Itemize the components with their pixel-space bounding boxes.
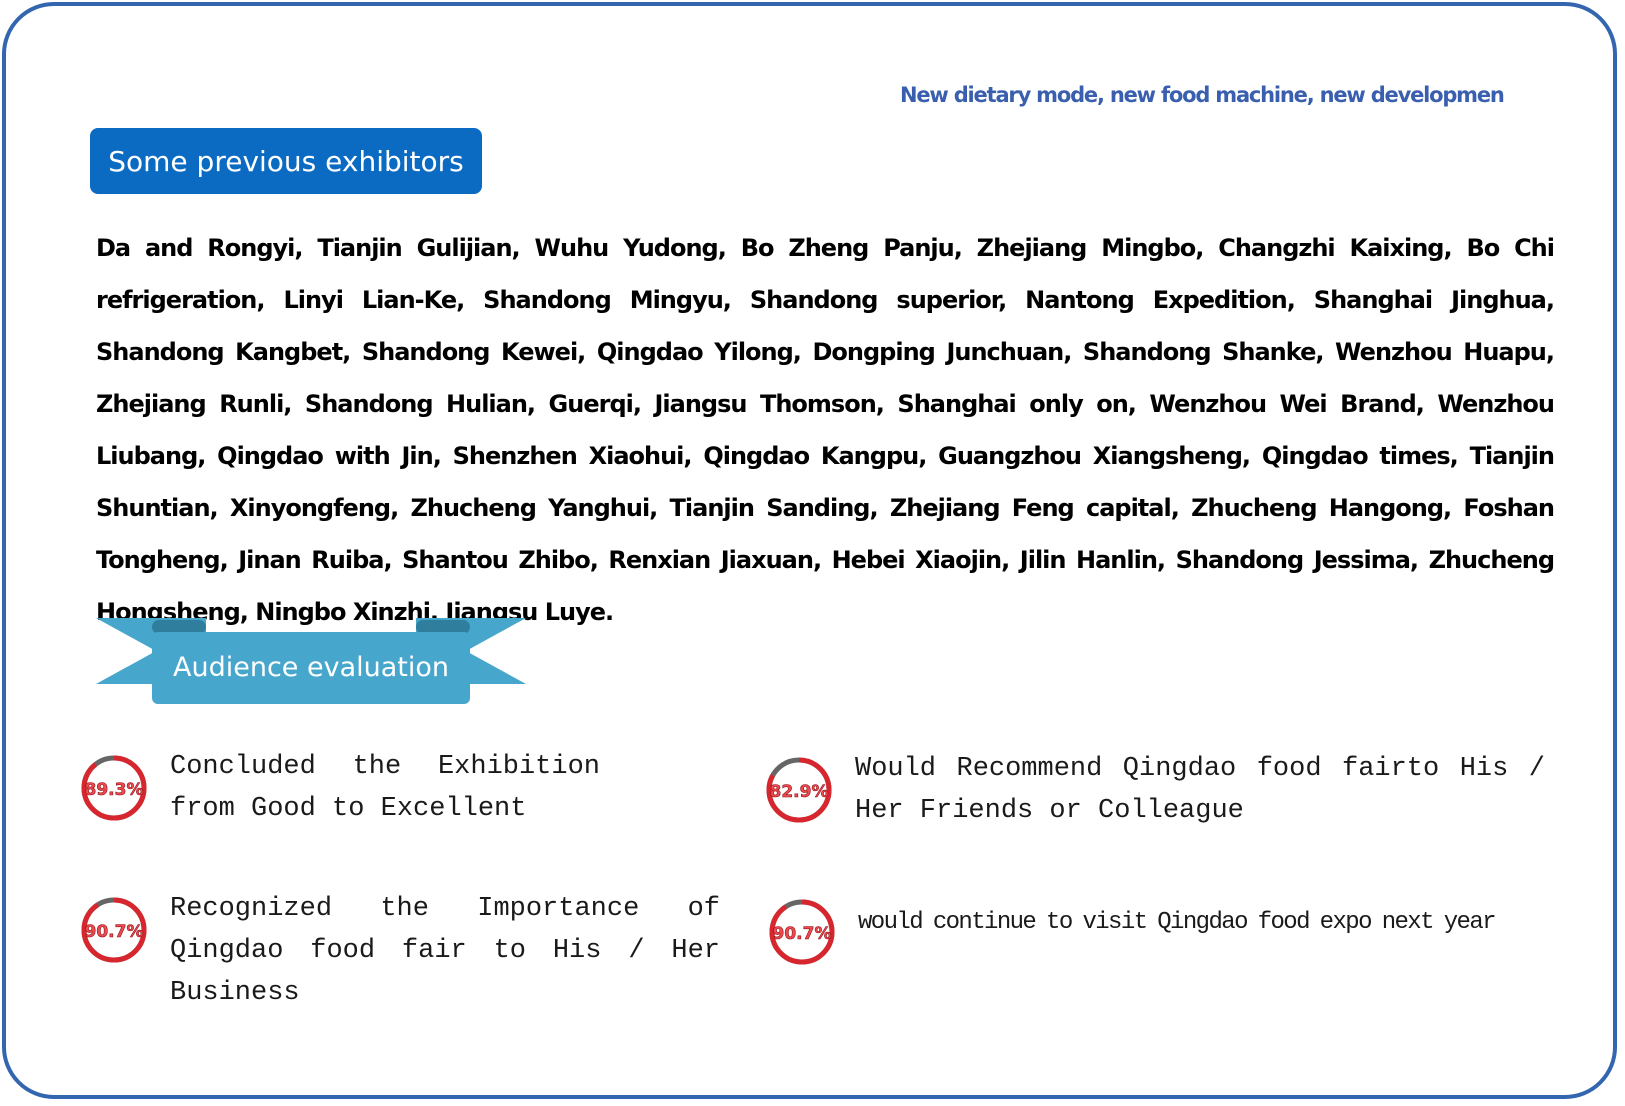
exhibitors-list: Da and Rongyi, Tianjin Gulijian, Wuhu Yu… — [96, 234, 1555, 626]
gauge-icon: 90.7% — [769, 899, 835, 965]
audience-ribbon — [96, 618, 526, 704]
stat-text: Recognized the Importance of Qingdao foo… — [170, 894, 720, 1008]
stat-good-to-excellent: 89.3% Concluded the Exhibition from Good… — [78, 746, 708, 830]
stat-importance: 90.7% Recognized the Importance of Qingd… — [78, 888, 728, 1014]
exhibitors-heading: Some previous exhibitors — [108, 144, 464, 178]
gauge-arc — [769, 899, 835, 965]
gauge-label: 89.3% — [85, 780, 144, 800]
gauge-arc — [766, 757, 832, 823]
stat-text: Concluded the Exhibition from Good to Ex… — [170, 752, 600, 824]
gauge-icon: 89.3% — [81, 755, 147, 821]
gauge-icon: 82.9% — [766, 757, 832, 823]
exhibitors-heading-badge: Some previous exhibitors — [90, 128, 482, 194]
stat-visit-next-year: 90.7% would continue to visit Qingdao fo… — [766, 890, 1566, 968]
stat-recommend: 82.9% Would Recommend Qingdao food fairt… — [763, 748, 1553, 832]
tagline: New dietary mode, new food machine, new … — [900, 83, 1505, 107]
gauge-icon: 90.7% — [81, 897, 147, 963]
gauge-arc — [81, 755, 147, 821]
gauge-label: 90.7% — [773, 924, 832, 944]
gauge-arc — [81, 897, 147, 963]
stat-text: would continue to visit Qingdao food exp… — [858, 909, 1497, 936]
gauge-label: 82.9% — [770, 782, 829, 802]
stat-text: Would Recommend Qingdao food fairto His … — [855, 754, 1545, 826]
audience-heading: Audience evaluation — [173, 652, 449, 683]
gauge-label: 90.7% — [85, 922, 144, 942]
